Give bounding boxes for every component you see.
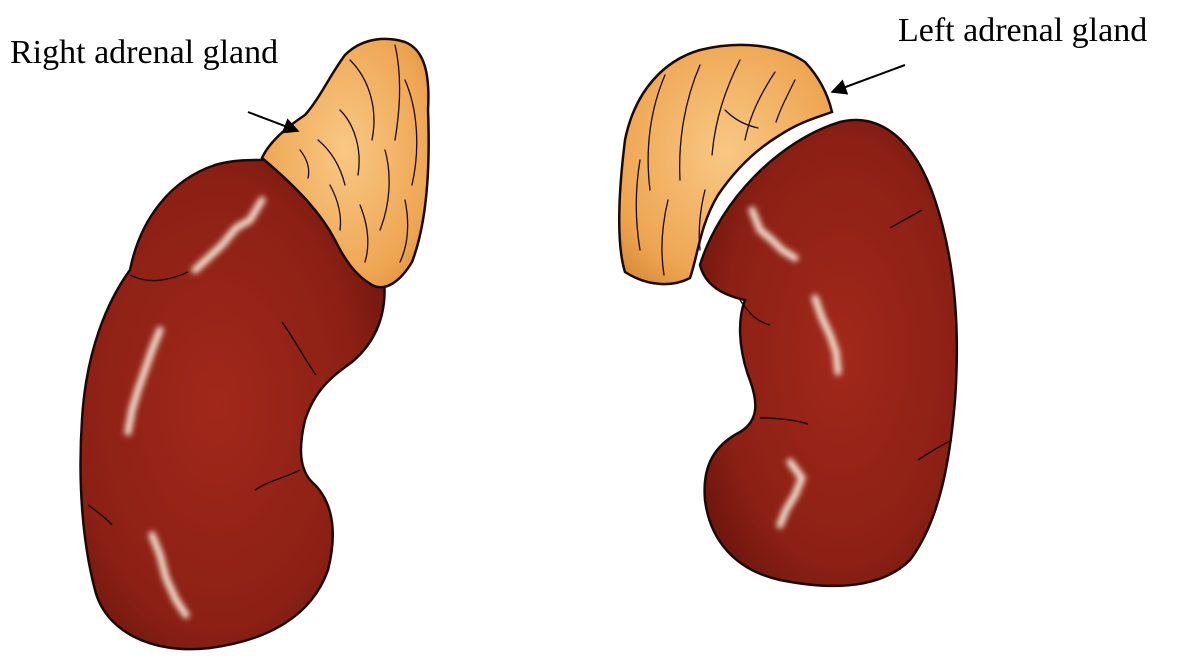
left-kidney (700, 120, 957, 586)
left-adrenal-arrow (832, 65, 905, 92)
right-adrenal-arrow (248, 112, 298, 131)
left-adrenal-gland-label: Left adrenal gland (898, 14, 1147, 48)
left-kidney-body (700, 120, 957, 586)
right-adrenal-gland-label: Right adrenal gland (10, 36, 278, 70)
